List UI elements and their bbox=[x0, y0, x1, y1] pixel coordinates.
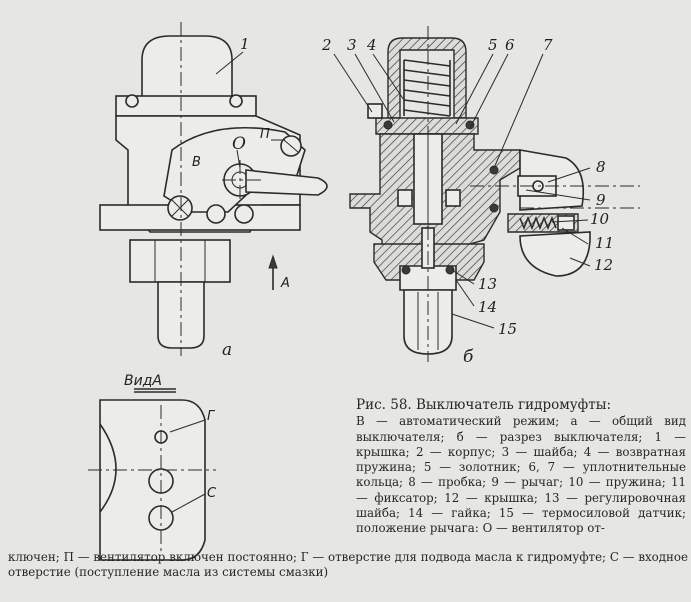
view-a-drawing bbox=[99, 22, 328, 356]
caption-title: Рис. 58. Выключатель гидромуфты: bbox=[356, 397, 611, 413]
label-3: 3 bbox=[347, 36, 357, 54]
label-5: 5 bbox=[488, 36, 498, 54]
label-6: 6 bbox=[505, 36, 515, 54]
view-b-drawing bbox=[333, 26, 640, 362]
label-11: 11 bbox=[595, 234, 614, 252]
label-8: 8 bbox=[596, 158, 606, 176]
label-12: 12 bbox=[594, 256, 613, 274]
label-2: 2 bbox=[321, 36, 332, 54]
subfig-label-b: б bbox=[463, 347, 474, 367]
label-pos-p: П bbox=[260, 127, 270, 142]
figure-caption: Рис. 58. Выключатель гидромуфты: В — авт… bbox=[356, 397, 686, 537]
vid-a-drawing bbox=[88, 388, 216, 561]
label-g: Г bbox=[207, 409, 216, 424]
label-13: 13 bbox=[478, 275, 497, 293]
label-10: 10 bbox=[590, 210, 610, 228]
label-arrow-a: А bbox=[280, 276, 290, 291]
label-1: 1 bbox=[240, 35, 250, 53]
label-c: С bbox=[207, 486, 217, 501]
label-15: 15 bbox=[498, 320, 517, 338]
caption-body: В — автоматический режим; а — общий вид … bbox=[356, 414, 686, 536]
label-7: 7 bbox=[543, 36, 553, 54]
label-4: 4 bbox=[366, 36, 377, 54]
caption-tail: ключен; П — вентилятор включен постоянно… bbox=[8, 550, 688, 580]
label-pos-v: В bbox=[192, 155, 201, 170]
subfig-label-a: а bbox=[222, 340, 232, 360]
label-14: 14 bbox=[478, 298, 497, 316]
label-9: 9 bbox=[596, 191, 606, 209]
label-pos-o: О bbox=[232, 134, 246, 154]
vid-a-title: ВидА bbox=[124, 373, 162, 389]
